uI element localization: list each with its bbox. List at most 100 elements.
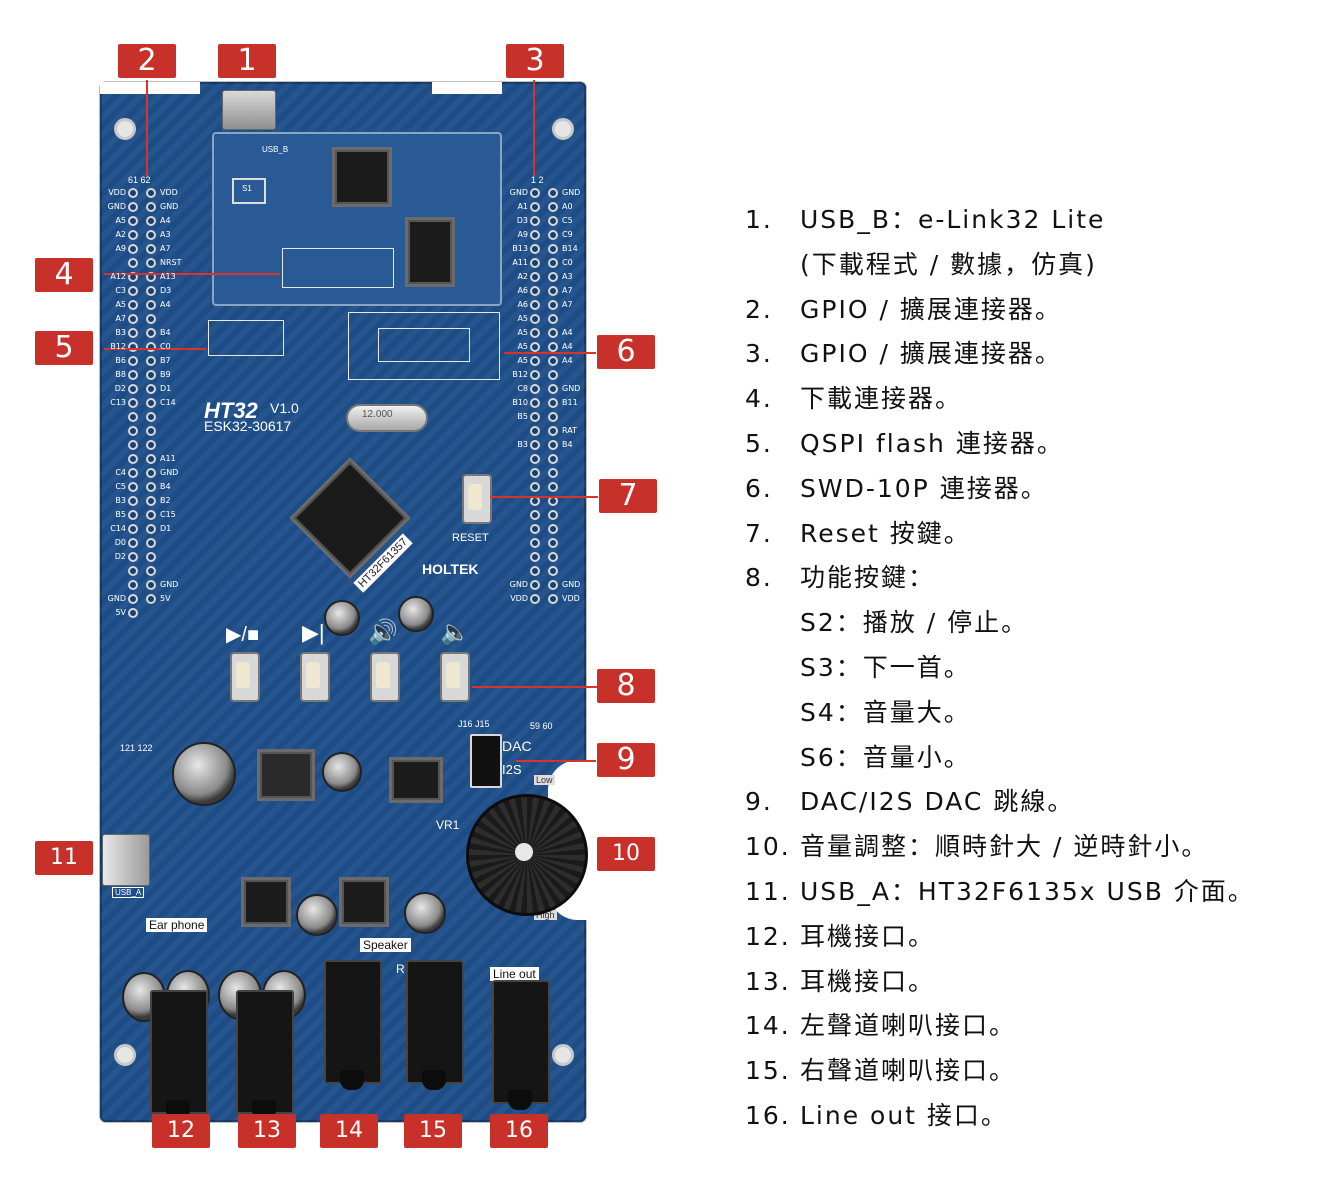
pin-label: D0 <box>114 538 126 547</box>
header-pin <box>128 426 138 436</box>
header-pin <box>548 356 558 366</box>
header-pin <box>128 524 138 534</box>
pin-label: A1 <box>517 202 528 211</box>
volume-down-icon: 🔈 <box>440 619 470 646</box>
legend-number: 7. <box>745 518 773 548</box>
pin-label: C15 <box>160 510 176 519</box>
header-pin <box>146 342 156 352</box>
s6-volume-down-button[interactable] <box>440 652 470 702</box>
header-pin <box>530 328 540 338</box>
header-pin <box>530 286 540 296</box>
pin-label: A11 <box>160 454 176 463</box>
pin-label: 5V <box>115 608 126 617</box>
header-pin <box>128 608 138 618</box>
s1-switch <box>232 178 266 204</box>
pin-label: D2 <box>114 384 126 393</box>
header-pin <box>146 314 156 324</box>
usb-b-port[interactable] <box>222 90 276 130</box>
header-pin <box>146 426 156 436</box>
earphone-jack-2[interactable] <box>236 990 294 1120</box>
s4-volume-up-button[interactable] <box>370 652 400 702</box>
header-pin <box>548 398 558 408</box>
pin-label: B10 <box>512 398 528 407</box>
flash-chip <box>408 220 452 284</box>
header-pin <box>146 286 156 296</box>
speaker-left-jack[interactable] <box>324 960 382 1090</box>
callout-2: 2 <box>118 44 176 78</box>
header-pin <box>128 398 138 408</box>
pin-label: A5 <box>517 328 528 337</box>
header-pin <box>548 244 558 254</box>
header-pin <box>128 412 138 422</box>
legend-text: GPIO / 擴展連接器。 <box>800 339 1062 369</box>
usb-a-port[interactable] <box>102 834 150 886</box>
pin-label: C9 <box>562 230 573 239</box>
header-pin <box>128 468 138 478</box>
header-pin <box>146 300 156 310</box>
right-header-bottom-label: 59 60 <box>530 721 553 731</box>
line-out-jack[interactable] <box>492 980 550 1110</box>
legend-number: 2. <box>745 294 773 324</box>
header-pin <box>146 566 156 576</box>
callout-4: 4 <box>35 258 93 292</box>
speaker-right-jack[interactable] <box>406 960 464 1090</box>
pin-label: GND <box>160 580 179 589</box>
reset-button[interactable] <box>462 474 492 524</box>
header-pin <box>530 258 540 268</box>
board-edge-cutout <box>100 82 200 94</box>
pin-label: D2 <box>114 552 126 561</box>
pin-label: B14 <box>562 244 578 253</box>
legend-text: 下載連接器。 <box>800 384 963 414</box>
pin-label: A4 <box>160 300 171 309</box>
volume-knob[interactable] <box>466 794 588 916</box>
pin-label: A7 <box>562 286 573 295</box>
dac-i2s-jumper[interactable] <box>470 734 502 788</box>
s3-next-button[interactable] <box>300 652 330 702</box>
callout-15: 15 <box>404 1114 462 1148</box>
callout-5: 5 <box>35 331 93 365</box>
header-pin <box>530 202 540 212</box>
header-pin <box>128 216 138 226</box>
pin-label: C5 <box>562 216 573 225</box>
left-header-col-a <box>128 188 142 618</box>
legend-item: 4.下載連接器。 <box>745 377 1305 422</box>
board-version: V1.0 <box>270 400 299 416</box>
legend-text: 耳機接口。 <box>800 966 936 996</box>
pin-label: A13 <box>160 272 176 281</box>
legend-number: 9. <box>745 787 773 817</box>
header-pin <box>146 230 156 240</box>
ear-phone-label: Ear phone <box>146 918 208 932</box>
header-pin <box>548 426 558 436</box>
header-pin <box>530 566 540 576</box>
header-pin <box>146 398 156 408</box>
left-header-top-label: 61 62 <box>128 175 151 185</box>
arrow-9 <box>516 760 596 762</box>
arrow-2 <box>146 80 148 176</box>
pin-label: A3 <box>160 230 171 239</box>
pin-label: C5 <box>115 482 126 491</box>
s2-play-stop-button[interactable] <box>230 652 260 702</box>
legend-number: 8. <box>745 563 773 593</box>
pin-label: B4 <box>160 328 171 337</box>
capacitor <box>322 752 362 792</box>
header-pin <box>146 328 156 338</box>
legend-text: 左聲道喇叭接口。 <box>800 1011 1017 1041</box>
legend-text: (下載程式 / 數據，仿真) <box>800 249 1097 279</box>
pin-label: A2 <box>115 230 126 239</box>
i2s-label: I2S <box>502 762 522 777</box>
pin-label: C0 <box>160 342 171 351</box>
pin-label: A6 <box>517 286 528 295</box>
pin-label: B4 <box>562 440 573 449</box>
earphone-jack-1[interactable] <box>150 990 208 1120</box>
header-pin <box>146 384 156 394</box>
header-pin <box>548 482 558 492</box>
pin-label: C14 <box>110 524 126 533</box>
header-pin <box>530 552 540 562</box>
pin-label: VDD <box>108 188 126 197</box>
pin-label: A4 <box>562 342 573 351</box>
header-pin <box>146 356 156 366</box>
header-pin <box>128 510 138 520</box>
pin-label: 5V <box>160 594 171 603</box>
pin-label: A6 <box>517 300 528 309</box>
header-pin <box>548 286 558 296</box>
